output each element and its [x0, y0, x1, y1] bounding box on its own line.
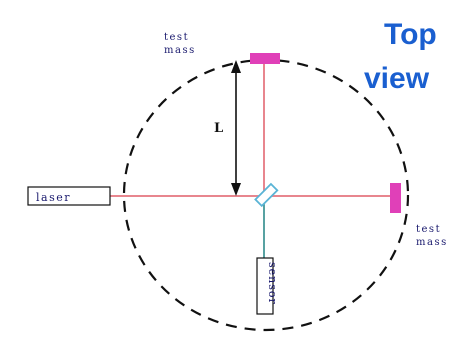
test-mass-top — [250, 53, 280, 64]
length-arrow-head-bottom — [231, 183, 241, 196]
test-mass-top-label-line2: mass — [164, 45, 196, 56]
laser-label: laser — [36, 191, 71, 204]
length-label: L — [214, 121, 223, 136]
title-line1: Top — [384, 18, 437, 51]
length-arrow-head-top — [231, 60, 241, 73]
sensor-box — [256, 257, 274, 315]
test-mass-right — [390, 183, 401, 213]
sensor-label: sensor — [266, 262, 279, 305]
beam-splitter — [254, 182, 279, 208]
title-line2: view — [364, 62, 430, 95]
laser-box — [27, 186, 111, 206]
test-mass-right-label-line2: mass — [416, 237, 448, 248]
test-mass-right-label-line1: test — [416, 224, 441, 235]
test-mass-top-label-line1: test — [164, 32, 189, 43]
